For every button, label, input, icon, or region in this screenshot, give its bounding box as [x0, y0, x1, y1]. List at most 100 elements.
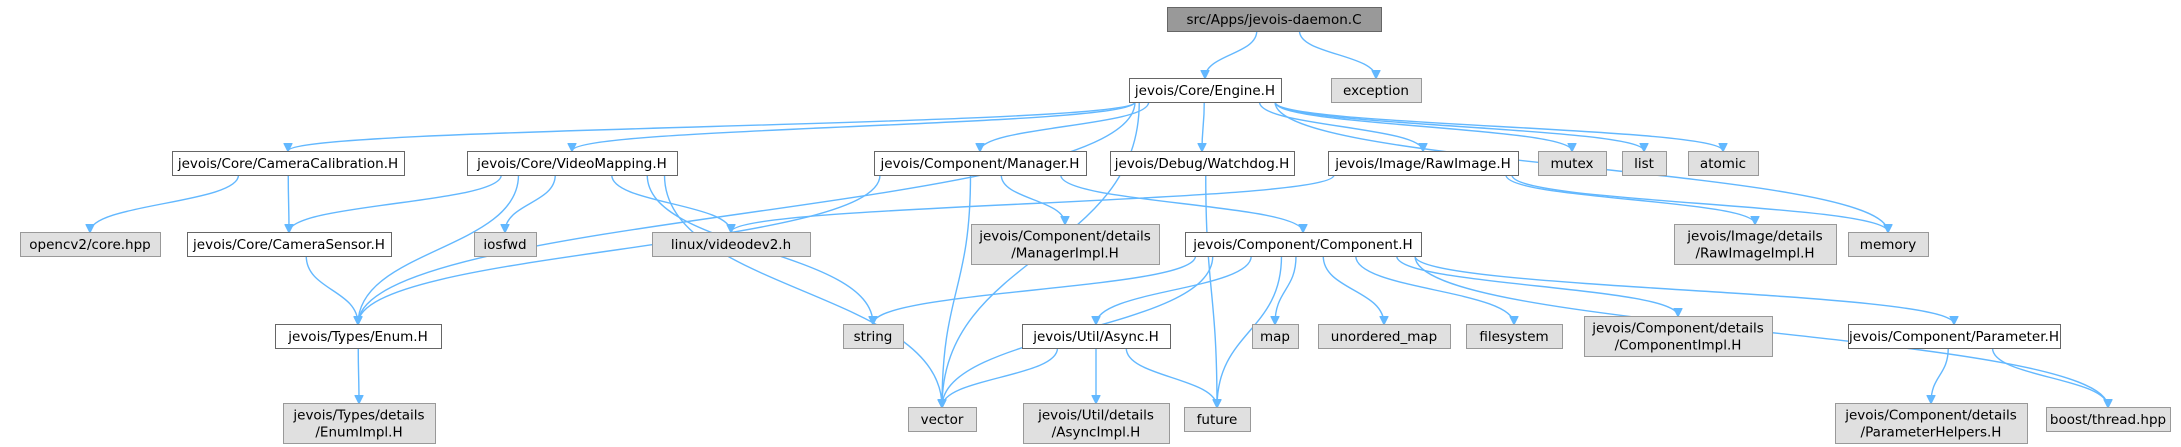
node-label: jevois/Types/Enum.H	[287, 329, 427, 345]
edge-daemon-to-engine	[1205, 30, 1258, 78]
node-async[interactable]: jevois/Util/Async.H	[1022, 324, 1171, 349]
edge-component-to-string	[873, 255, 1197, 324]
node-label: list	[1634, 156, 1654, 172]
node-paramhelpers[interactable]: jevois/Component/details/ParameterHelper…	[1835, 403, 2028, 444]
node-label: jevois/Debug/Watchdog.H	[1114, 156, 1289, 172]
node-mutex[interactable]: mutex	[1538, 151, 1607, 176]
node-camcal[interactable]: jevois/Core/CameraCalibration.H	[172, 151, 405, 176]
node-unordered-map[interactable]: unordered_map	[1318, 324, 1451, 349]
node-memory[interactable]: memory	[1848, 232, 1929, 257]
node-future[interactable]: future	[1184, 407, 1251, 432]
node-label: jevois/Component/details	[978, 229, 1151, 245]
node-iosfwd[interactable]: iosfwd	[474, 232, 537, 257]
node-box	[874, 151, 1087, 176]
node-opencvcore[interactable]: opencv2/core.hpp	[20, 232, 161, 257]
node-label: exception	[1343, 83, 1409, 99]
node-label: mutex	[1550, 156, 1593, 172]
node-string[interactable]: string	[843, 324, 904, 349]
edge-component-to-future	[1217, 255, 1283, 407]
edge-camcal-to-camsensor	[288, 174, 289, 232]
node-box	[1022, 324, 1171, 349]
node-asyncimpl[interactable]: jevois/Util/details/AsyncImpl.H	[1023, 403, 1170, 444]
node-label: jevois/Util/details	[1037, 408, 1154, 424]
node-box	[1835, 403, 2028, 444]
node-videodev2[interactable]: linux/videodev2.h	[652, 232, 811, 257]
node-box	[1538, 151, 1607, 176]
node-box	[20, 232, 161, 257]
node-map[interactable]: map	[1252, 324, 1299, 349]
node-label: jevois/Core/VideoMapping.H	[476, 156, 667, 172]
edge-engine-to-mutex	[1274, 101, 1572, 151]
edge-component-to-unordered_map	[1322, 255, 1384, 324]
node-daemon[interactable]: src/Apps/jevois-daemon.C	[1167, 7, 1382, 32]
node-box	[467, 151, 678, 176]
node-label: /EnumImpl.H	[315, 425, 402, 441]
node-box	[1023, 403, 1170, 444]
node-rawimageimpl[interactable]: jevois/Image/details/RawImageImpl.H	[1674, 224, 1837, 265]
node-list[interactable]: list	[1622, 151, 1667, 176]
node-box	[1622, 151, 1667, 176]
node-box	[1318, 324, 1451, 349]
node-label: src/Apps/jevois-daemon.C	[1186, 12, 1361, 28]
node-label: boost/thread.hpp	[2050, 412, 2166, 428]
node-componentimpl[interactable]: jevois/Component/details/ComponentImpl.H	[1584, 316, 1773, 357]
node-label: jevois/Component/Component.H	[1192, 237, 1412, 253]
node-label: jevois/Image/details	[1686, 229, 1822, 245]
node-label: opencv2/core.hpp	[29, 237, 150, 253]
node-atomic[interactable]: atomic	[1688, 151, 1759, 176]
node-label: linux/videodev2.h	[671, 237, 791, 253]
node-label: jevois/Util/Async.H	[1032, 329, 1159, 345]
node-manager[interactable]: jevois/Component/Manager.H	[874, 151, 1087, 176]
node-rawimage[interactable]: jevois/Image/RawImage.H	[1328, 151, 1519, 176]
node-parameter[interactable]: jevois/Component/Parameter.H	[1848, 324, 2061, 349]
node-label: memory	[1860, 237, 1916, 253]
edge-daemon-to-exception	[1298, 30, 1377, 78]
node-watchdog[interactable]: jevois/Debug/Watchdog.H	[1110, 151, 1295, 176]
node-box	[1328, 151, 1519, 176]
node-label: /AsyncImpl.H	[1052, 425, 1141, 441]
node-boostthread[interactable]: boost/thread.hpp	[2046, 407, 2171, 432]
node-exception[interactable]: exception	[1331, 78, 1422, 103]
node-box	[1331, 78, 1422, 103]
edge-engine-to-list	[1274, 101, 1644, 151]
node-engine[interactable]: jevois/Core/Engine.H	[1129, 78, 1282, 103]
edge-manager-to-component	[1060, 174, 1303, 232]
node-label: jevois/Core/Engine.H	[1134, 83, 1275, 99]
node-enumimpl[interactable]: jevois/Types/details/EnumImpl.H	[283, 403, 436, 444]
node-box	[1252, 324, 1299, 349]
edge-rawimage-to-rawimageimpl	[1505, 174, 1755, 224]
node-vector[interactable]: vector	[908, 407, 977, 432]
node-managerimpl[interactable]: jevois/Component/details/ManagerImpl.H	[971, 224, 1160, 265]
edge-camsensor-to-enum	[305, 255, 358, 324]
node-vidmap[interactable]: jevois/Core/VideoMapping.H	[467, 151, 678, 176]
edge-async-to-vector	[942, 347, 1059, 407]
node-box	[474, 232, 537, 257]
node-label: filesystem	[1479, 329, 1548, 345]
node-box	[1674, 224, 1837, 265]
edge-component-to-componentimpl	[1396, 255, 1678, 316]
node-label: jevois/Component/details	[1844, 408, 2017, 424]
node-box	[1466, 324, 1563, 349]
edge-parameter-to-paramhelpers	[1931, 347, 1949, 403]
edge-vidmap-to-iosfwd	[505, 174, 556, 232]
node-label: string	[854, 329, 893, 345]
node-filesystem[interactable]: filesystem	[1466, 324, 1563, 349]
edges-layer	[90, 30, 2108, 407]
edge-manager-to-vector	[942, 174, 972, 407]
edge-engine-to-manager	[980, 101, 1150, 151]
node-box	[2046, 407, 2171, 432]
node-label: /ComponentImpl.H	[1615, 338, 1742, 354]
node-label: jevois/Types/details	[292, 408, 424, 424]
edge-watchdog-to-future	[1205, 174, 1217, 407]
node-label: jevois/Component/Manager.H	[880, 156, 1080, 172]
node-enum[interactable]: jevois/Types/Enum.H	[275, 324, 442, 349]
node-label: /ManagerImpl.H	[1011, 246, 1119, 262]
node-camsensor[interactable]: jevois/Core/CameraSensor.H	[187, 232, 392, 257]
edge-component-to-filesystem	[1355, 255, 1514, 324]
edge-engine-to-vidmap	[572, 101, 1136, 151]
node-label: /ParameterHelpers.H	[1861, 425, 2002, 441]
edge-enum-to-enumimpl	[358, 347, 359, 403]
node-component[interactable]: jevois/Component/Component.H	[1185, 232, 1422, 257]
node-label: jevois/Image/RawImage.H	[1334, 156, 1511, 172]
